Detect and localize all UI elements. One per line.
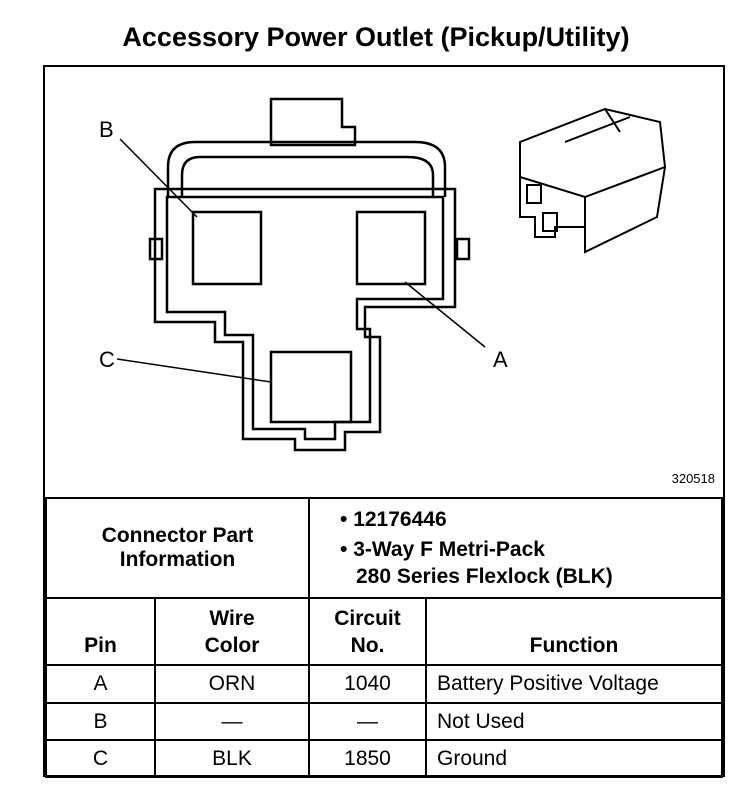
connector-handle-inner (180, 155, 435, 197)
header-pin: Pin (45, 597, 156, 666)
cavity-c (269, 350, 353, 424)
part-number-text: 12176446 (353, 508, 447, 531)
cell-wire: ORN (154, 664, 310, 704)
cell-wire: BLK (154, 739, 310, 778)
connector-diagram: B A C 320518 (45, 67, 723, 499)
connector-body-outline (153, 187, 457, 452)
part-description-line1: 3-Way F Metri-Pack (353, 538, 545, 561)
cell-function: Not Used (425, 702, 723, 741)
cavity-a (355, 210, 427, 286)
connector-isometric-icon (519, 107, 667, 254)
leader-a (404, 281, 486, 348)
cell-wire: — (154, 702, 310, 741)
cell-pin: A (45, 664, 156, 704)
cell-pin: B (45, 702, 156, 741)
cell-circuit: — (308, 702, 427, 741)
leader-c (116, 358, 272, 383)
cell-circuit: 1850 (308, 739, 427, 778)
part-description-line2: 280 Series Flexlock (BLK) (356, 565, 613, 588)
connector-face-drawing (116, 97, 667, 452)
pin-label-c: C (99, 347, 115, 372)
header-wire-line1: Wire (209, 606, 255, 630)
cavity-b (191, 210, 263, 286)
pin-label-b: B (99, 117, 114, 142)
part-info-heading: Connector Part Information (45, 497, 310, 599)
cell-pin: C (45, 739, 156, 778)
part-info-row: Connector Part Information • 12176446 • … (45, 497, 723, 599)
cell-circuit: 1040 (308, 664, 427, 704)
connector-frame: B A C 320518 Connector Part Information … (43, 65, 725, 778)
page-title: Accessory Power Outlet (Pickup/Utility) (122, 22, 630, 52)
tab-left (148, 237, 164, 261)
connector-body-inner (165, 195, 445, 441)
pinout-table: Connector Part Information • 12176446 • … (45, 497, 723, 778)
cell-function: Battery Positive Voltage (425, 664, 723, 704)
part-number: • 12176446 (340, 508, 447, 531)
header-circuit-line1: Circuit (334, 606, 401, 630)
table-row: A ORN 1040 Battery Positive Voltage (45, 664, 723, 704)
header-function: Function (425, 597, 723, 666)
table-row: C BLK 1850 Ground (45, 739, 723, 778)
table-row: B — — Not Used (45, 702, 723, 741)
tab-right (455, 237, 471, 261)
figure-number: 320518 (671, 471, 715, 486)
header-circuit-line2: No. (350, 633, 385, 657)
connector-latch (269, 97, 357, 147)
leader-b (119, 138, 198, 218)
connector-handle (166, 140, 447, 197)
header-wire-line2: Color (204, 633, 260, 657)
part-info-heading-text: Connector Part Information (101, 524, 254, 571)
pin-label-a: A (493, 347, 508, 372)
cell-function: Ground (425, 739, 723, 778)
